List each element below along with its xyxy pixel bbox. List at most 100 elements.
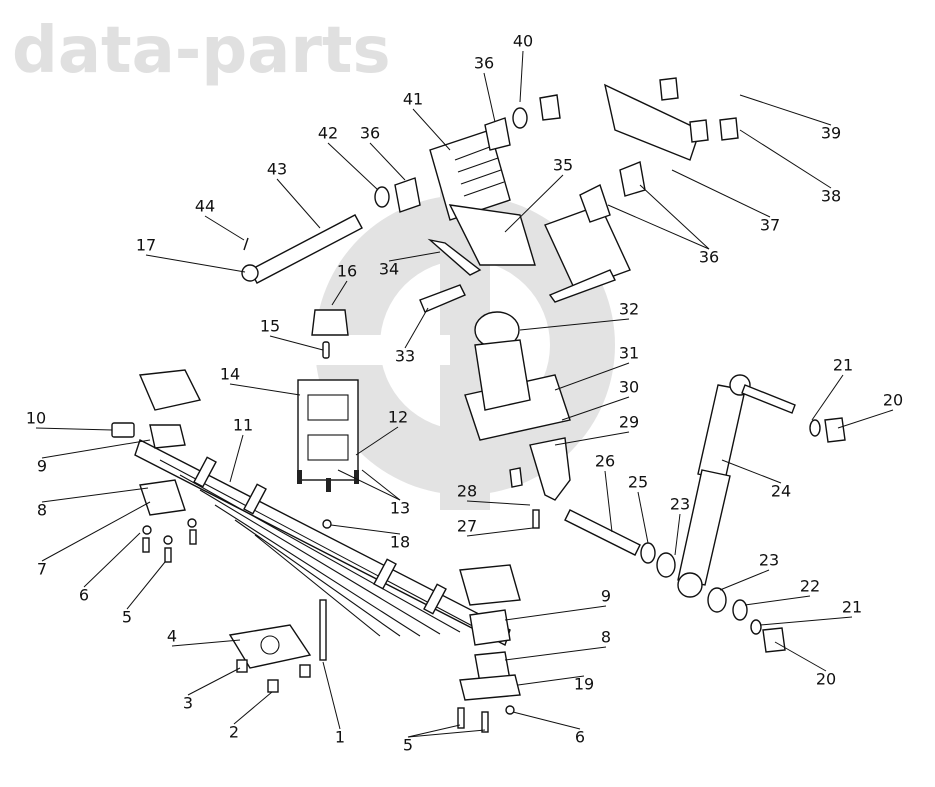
leader-line bbox=[519, 318, 630, 331]
bushing-36b bbox=[484, 117, 511, 151]
leader-line bbox=[126, 561, 166, 610]
leader-line bbox=[412, 108, 451, 151]
callout-number: 9 bbox=[37, 457, 47, 476]
bushing-23b bbox=[707, 587, 727, 613]
washer-42 bbox=[374, 186, 390, 208]
shaft-26 bbox=[564, 509, 641, 556]
washer-22 bbox=[732, 599, 748, 621]
leader-line bbox=[388, 251, 441, 262]
callout-number: 15 bbox=[260, 317, 280, 336]
spring-seat-left bbox=[111, 369, 202, 563]
nut-20 bbox=[824, 417, 846, 443]
callout-number: 24 bbox=[771, 482, 791, 501]
callout-number: 20 bbox=[816, 670, 836, 689]
nut-20b bbox=[762, 627, 786, 653]
leader-line bbox=[404, 307, 429, 349]
leader-line bbox=[504, 605, 607, 621]
leader-line bbox=[466, 500, 531, 506]
washer-21 bbox=[809, 419, 821, 437]
bolt-33 bbox=[419, 284, 466, 313]
leader-line bbox=[759, 616, 853, 626]
leader-line bbox=[637, 491, 649, 544]
callout-number: 42 bbox=[318, 124, 338, 143]
callout-number: 8 bbox=[37, 501, 47, 520]
leader-line bbox=[554, 362, 630, 391]
nut-2 bbox=[267, 679, 279, 693]
callout-number: 41 bbox=[403, 90, 423, 109]
callout-number: 18 bbox=[390, 533, 410, 552]
callout-number: 21 bbox=[833, 356, 853, 375]
callout-number: 19 bbox=[574, 675, 594, 694]
callout-number: 26 bbox=[595, 452, 615, 471]
callout-number: 16 bbox=[337, 262, 357, 281]
callout-number: 8 bbox=[601, 628, 611, 647]
callout-number: 35 bbox=[553, 156, 573, 175]
callout-number: 6 bbox=[79, 586, 89, 605]
callout-number: 10 bbox=[26, 409, 46, 428]
leader-line bbox=[639, 184, 710, 250]
callout-number: 4 bbox=[167, 627, 177, 646]
callout-number: 14 bbox=[220, 365, 240, 384]
callout-number: 6 bbox=[575, 728, 585, 747]
leader-line bbox=[233, 691, 273, 725]
leader-line bbox=[407, 724, 461, 738]
bushing-36d bbox=[619, 161, 646, 197]
bolt-27 bbox=[532, 509, 540, 529]
callout-number: 25 bbox=[628, 473, 648, 492]
plate-35 bbox=[448, 204, 536, 266]
leader-line bbox=[337, 469, 401, 501]
leader-line bbox=[719, 569, 770, 591]
leader-line bbox=[774, 641, 827, 672]
callout-number: 43 bbox=[267, 160, 287, 179]
leader-line bbox=[145, 254, 246, 273]
leader-line bbox=[837, 409, 894, 429]
callout-number: 5 bbox=[403, 736, 413, 755]
washer-6 bbox=[505, 705, 515, 715]
pivot-shaft-43 bbox=[241, 214, 363, 284]
leader-line bbox=[330, 524, 401, 535]
callout-number: 20 bbox=[883, 391, 903, 410]
plate-37 bbox=[604, 83, 701, 161]
callout-number: 1 bbox=[335, 728, 345, 747]
leader-line bbox=[83, 532, 141, 588]
callout-number: 37 bbox=[760, 216, 780, 235]
callout-number: 2 bbox=[229, 723, 239, 742]
callout-number: 21 bbox=[842, 598, 862, 617]
leader-line bbox=[41, 439, 151, 459]
leader-line bbox=[466, 527, 534, 537]
callout-number: 38 bbox=[821, 187, 841, 206]
pin bbox=[322, 341, 330, 359]
spring-eye-right bbox=[544, 204, 631, 303]
callout-number: 17 bbox=[136, 236, 156, 255]
nut-18 bbox=[322, 519, 332, 529]
leader-line bbox=[355, 426, 399, 456]
nut-38b bbox=[689, 119, 709, 143]
callout-number: 31 bbox=[619, 344, 639, 363]
leader-line bbox=[229, 434, 244, 483]
watermark-text: data-parts bbox=[12, 14, 391, 88]
leader-line bbox=[554, 431, 630, 446]
callout-number: 44 bbox=[195, 197, 215, 216]
callout-number: 12 bbox=[388, 408, 408, 427]
bolt-5b bbox=[481, 711, 489, 733]
callout-number: 40 bbox=[513, 32, 533, 51]
nut-2b bbox=[299, 664, 311, 678]
pad-9 bbox=[469, 609, 511, 646]
leader-line bbox=[674, 513, 681, 556]
bushing-23 bbox=[656, 552, 676, 578]
washer-21b bbox=[750, 619, 762, 635]
callout-number: 39 bbox=[821, 124, 841, 143]
center-bolt-1 bbox=[319, 599, 327, 661]
leader-line bbox=[229, 383, 301, 396]
leader-line bbox=[517, 675, 585, 686]
bolt-5a bbox=[457, 707, 465, 729]
callout-number: 33 bbox=[395, 347, 415, 366]
u-bolt-cage bbox=[297, 379, 359, 492]
leader-line bbox=[35, 427, 113, 431]
callout-number: 3 bbox=[183, 694, 193, 713]
leader-line bbox=[504, 646, 607, 661]
callout-number: 23 bbox=[759, 551, 779, 570]
